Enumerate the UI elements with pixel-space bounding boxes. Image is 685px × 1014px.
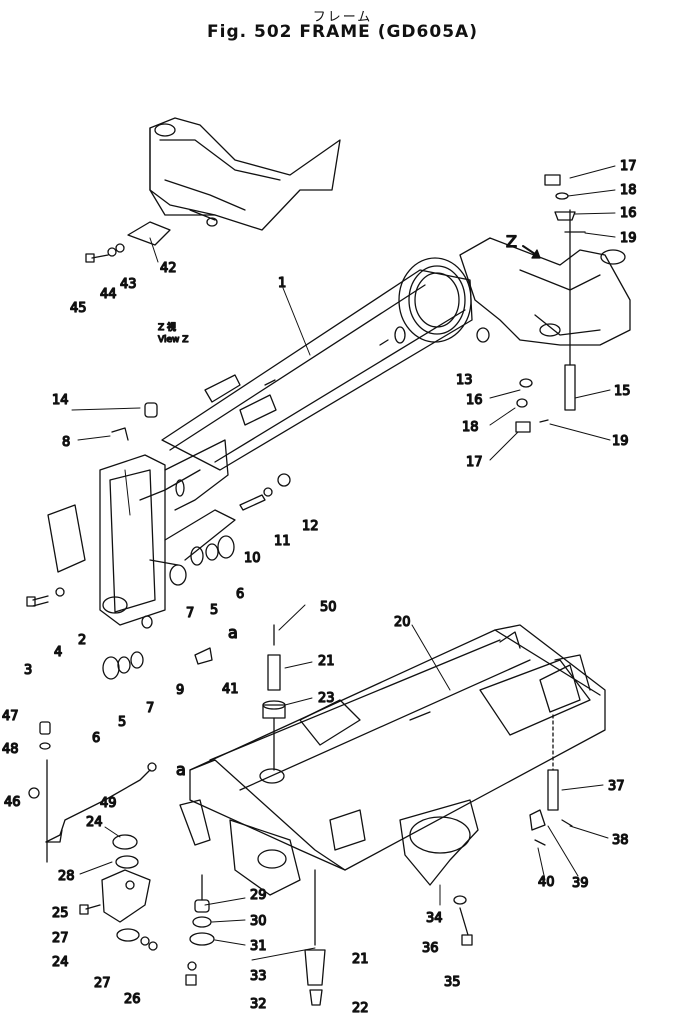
- callout-49: 49: [100, 796, 117, 811]
- callout-13: 13: [456, 373, 473, 388]
- callout-37: 37: [608, 779, 625, 794]
- callout-15: 15: [614, 384, 631, 399]
- callout-11: 11: [274, 534, 291, 549]
- callout-46: 46: [4, 795, 21, 810]
- callout-41: 41: [222, 682, 239, 697]
- marker-z: Z: [506, 232, 517, 251]
- upper-small-parts: [26, 174, 586, 680]
- callout-30: 30: [250, 914, 267, 929]
- japanese-title: フレーム: [312, 10, 373, 25]
- front-frame: [99, 117, 631, 626]
- z-arrow-icon: [522, 245, 541, 259]
- callout-1: 1: [278, 276, 286, 291]
- figure-title: Fig. 502 FRAME (GD605A): [207, 22, 478, 42]
- callout-50: 50: [320, 600, 337, 615]
- callout-21-upper: 21: [318, 654, 335, 669]
- callout-39: 39: [572, 876, 589, 891]
- callout-44: 44: [100, 287, 117, 302]
- callout-14: 14: [52, 393, 69, 408]
- callout-24-lower: 24: [52, 955, 69, 970]
- callout-25: 25: [52, 906, 69, 921]
- callout-47: 47: [2, 709, 19, 724]
- marker-a-lower: a: [176, 760, 186, 779]
- callout-16-lower: 16: [466, 393, 483, 408]
- callout-48: 48: [2, 742, 19, 757]
- callout-16-upper: 16: [620, 206, 637, 221]
- callout-5-lower: 5: [118, 715, 126, 730]
- callout-24-upper: 24: [86, 815, 103, 830]
- callout-19-upper: 19: [620, 231, 637, 246]
- callout-20: 20: [394, 615, 411, 630]
- callout-32: 32: [250, 997, 267, 1012]
- callout-5-upper: 5: [210, 603, 218, 618]
- callout-31: 31: [250, 939, 267, 954]
- callout-21-lower: 21: [352, 952, 369, 967]
- callout-33: 33: [250, 969, 267, 984]
- callout-29: 29: [250, 888, 267, 903]
- callout-3: 3: [24, 663, 32, 678]
- callout-26: 26: [124, 992, 141, 1007]
- callout-28: 28: [58, 869, 75, 884]
- callout-6-upper: 6: [236, 587, 244, 602]
- callout-34: 34: [426, 911, 443, 926]
- callout-38: 38: [612, 833, 629, 848]
- callout-45: 45: [70, 301, 87, 316]
- rear-frame: [28, 624, 606, 1006]
- callout-8: 8: [62, 435, 70, 450]
- callout-19-lower: 19: [612, 434, 629, 449]
- callout-10: 10: [244, 551, 261, 566]
- callout-17-upper: 17: [620, 159, 637, 174]
- callout-35: 35: [444, 975, 461, 990]
- marker-a-upper: a: [228, 623, 238, 642]
- callout-7-lower: 7: [146, 701, 154, 716]
- callout-43: 43: [120, 277, 137, 292]
- leader-lines: [71, 165, 616, 961]
- callout-36: 36: [422, 941, 439, 956]
- callout-23: 23: [318, 691, 335, 706]
- callout-27-lower: 27: [94, 976, 111, 991]
- callout-22: 22: [352, 1001, 369, 1014]
- view-note-line2: View Z: [158, 335, 188, 345]
- callout-27-left: 27: [52, 931, 69, 946]
- callout-12: 12: [302, 519, 319, 534]
- callout-42: 42: [160, 261, 177, 276]
- callout-40: 40: [538, 875, 555, 890]
- view-note-line1: Z 視: [158, 321, 176, 333]
- callout-18-lower: 18: [462, 420, 479, 435]
- callout-labels: Z 視 View Z Z a a 1 2 3 4 5 5 6 6 7 7 8 9…: [1, 158, 637, 1014]
- callout-4: 4: [54, 645, 62, 660]
- callout-9: 9: [176, 683, 184, 698]
- callout-7-upper: 7: [186, 606, 194, 621]
- callout-6-lower: 6: [92, 731, 100, 746]
- callout-18-upper: 18: [620, 183, 637, 198]
- callout-17-lower: 17: [466, 455, 483, 470]
- callout-2: 2: [78, 633, 86, 648]
